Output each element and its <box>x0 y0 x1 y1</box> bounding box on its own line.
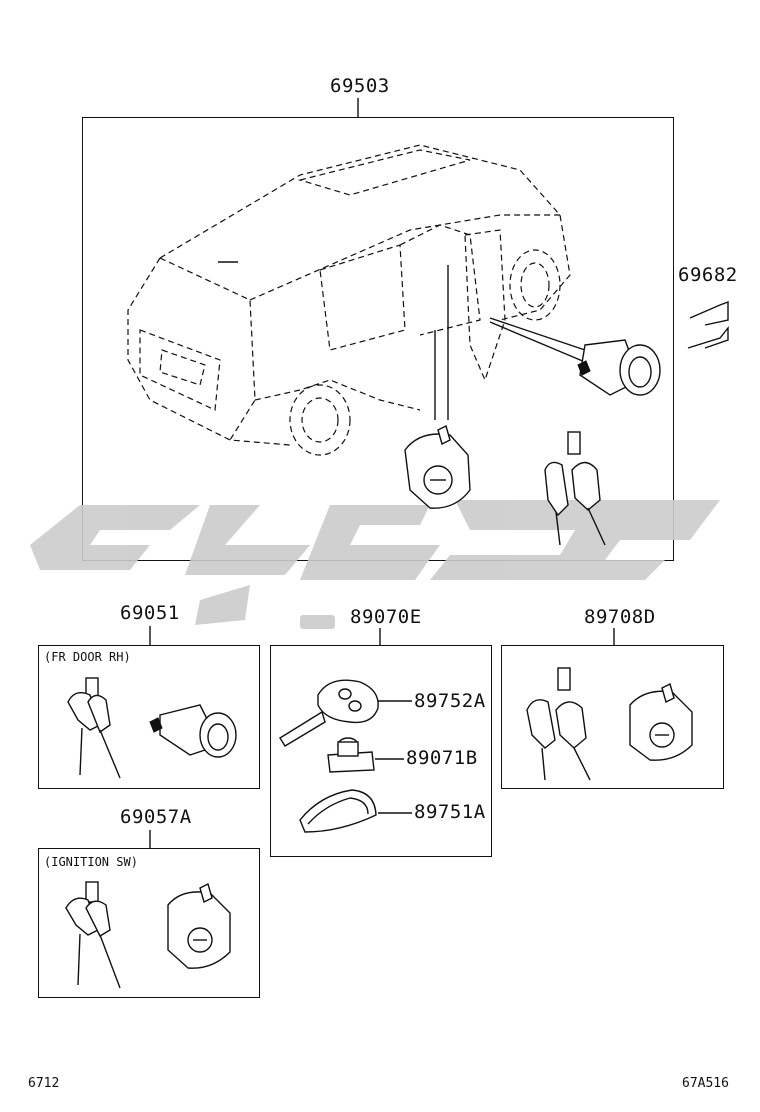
ignition-cylinder <box>404 424 471 509</box>
key-insert <box>327 737 375 773</box>
caption-ignition-sw: (IGNITION SW) <box>44 855 138 869</box>
caption-fr-door-rh: (FR DOOR RH) <box>44 650 131 664</box>
part-number-69682: 69682 <box>678 264 738 286</box>
part-number-69503: 69503 <box>330 75 390 97</box>
part-number-69057a: 69057A <box>120 806 192 828</box>
cylinder-set-ignition <box>629 682 693 761</box>
car-illustration <box>127 144 586 456</box>
door-set-keys <box>67 677 121 779</box>
door-lock-set-box <box>38 645 260 789</box>
footer-page-number: 6712 <box>28 1076 60 1091</box>
door-set-cylinder <box>149 704 237 758</box>
part-number-89070e: 89070E <box>350 606 422 628</box>
ignition-set-switch <box>167 882 231 969</box>
door-lock-cylinder <box>577 339 661 396</box>
ignition-switch-box <box>38 848 260 998</box>
transmitter-key-box <box>270 645 492 857</box>
watermark-logo <box>30 500 720 629</box>
key-cylinder-set-box <box>501 645 724 789</box>
part-number-89708d: 89708D <box>584 606 656 628</box>
cylinder-set-keys <box>526 667 591 781</box>
keys-top <box>544 431 606 546</box>
leader-door-cylinder <box>489 317 586 351</box>
part-number-89751a: 89751A <box>414 801 486 823</box>
ignition-set-keys <box>65 881 121 989</box>
key-cover <box>299 789 377 833</box>
transmitter-key <box>279 679 379 747</box>
part-number-89752a: 89752A <box>414 690 486 712</box>
footer-diagram-code: 67A516 <box>682 1076 729 1091</box>
part-number-89071b: 89071B <box>406 747 478 769</box>
bracket-69682 <box>687 300 729 349</box>
part-number-69051: 69051 <box>120 602 180 624</box>
